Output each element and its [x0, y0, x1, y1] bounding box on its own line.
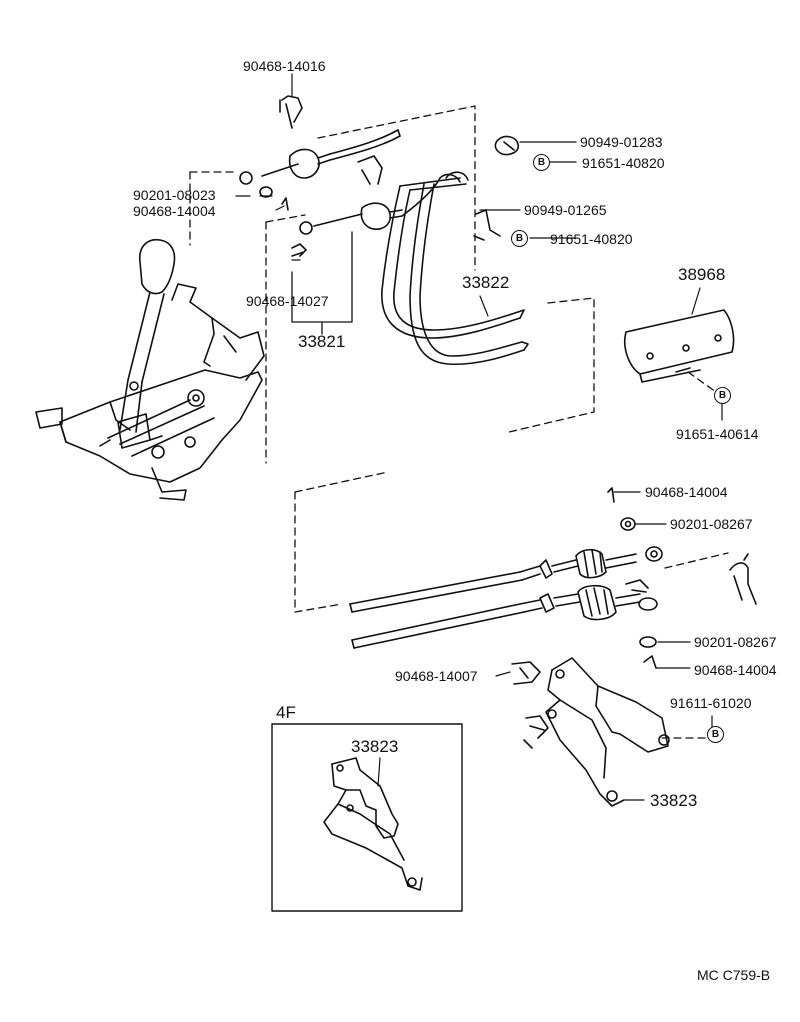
part-label-90201-08023: 90201-08023: [133, 187, 216, 203]
part-label-91611-61020: 91611-61020: [670, 695, 752, 711]
part-label-90949-01283: 90949-01283: [580, 134, 663, 150]
part-label-91651-40614: 91651-40614: [676, 426, 759, 442]
part-label-90201-08267-b: 90201-08267: [694, 634, 777, 650]
part-label-33823-inset: 33823: [351, 737, 399, 756]
part-label-38968: 38968: [678, 265, 726, 284]
cable-33821: [239, 129, 403, 335]
lower-cable-assembly: [349, 546, 757, 649]
bolt-b-icon-4: B: [707, 726, 724, 743]
protector-38968: [624, 309, 735, 383]
part-label-90468-14004-a: 90468-14004: [133, 203, 216, 219]
part-label-90468-14004-c: 90468-14004: [694, 662, 777, 678]
part-label-90201-08267-a: 90201-08267: [670, 516, 753, 532]
bolt-b-icon-1: B: [533, 154, 550, 171]
inset-title-4f: 4F: [276, 703, 296, 722]
part-label-90468-14004-b: 90468-14004: [645, 484, 728, 500]
part-label-90468-14007: 90468-14007: [395, 668, 478, 684]
shift-lever-assembly: [35, 238, 265, 501]
small-parts-top: [259, 95, 520, 257]
part-label-33821: 33821: [298, 332, 346, 351]
inset-4f: [271, 723, 463, 912]
leader-lines: [235, 73, 723, 801]
diagram-code: MC C759-B: [697, 967, 771, 983]
part-label-33823-main: 33823: [650, 791, 698, 810]
part-label-90949-01265: 90949-01265: [524, 202, 607, 218]
part-label-90468-14027: 90468-14027: [246, 293, 329, 309]
bracket-33823-main: [545, 657, 670, 807]
dashed-assembly-lines: [189, 105, 729, 739]
part-label-33822: 33822: [462, 273, 510, 292]
cable-33822: [381, 171, 529, 366]
part-label-91651-40820-a: 91651-40820: [582, 155, 665, 171]
bolt-b-icon-3: B: [714, 387, 731, 404]
part-label-91651-40820-b: 91651-40820: [550, 231, 633, 247]
bolt-b-icon-2: B: [511, 230, 528, 247]
small-parts-lower: [511, 487, 657, 749]
part-label-90468-14016: 90468-14016: [243, 58, 326, 74]
